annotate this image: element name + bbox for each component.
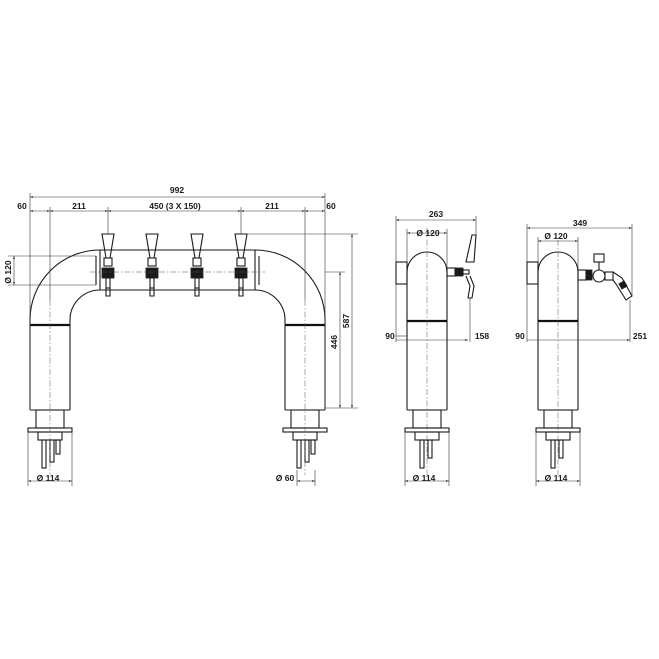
side2-dimensions: 349 Ø 120 90 251 Ø 114 <box>515 218 647 486</box>
tap-3 <box>190 233 204 297</box>
dim-outlet-diameter: Ø 60 <box>276 473 295 483</box>
side-view-2: 349 Ø 120 90 251 Ø 114 <box>515 218 647 486</box>
dim-pipe-diameter: Ø 120 <box>3 260 13 283</box>
dim-height-column: 446 <box>329 335 339 349</box>
side2-dim-base-diameter: Ø 114 <box>545 473 568 483</box>
side1-dim-depth: 263 <box>429 209 443 219</box>
side2-dim-pipe-diameter: Ø 120 <box>544 231 567 241</box>
dim-height-total: 587 <box>341 314 351 328</box>
side-view-1: 263 Ø 120 90 158 Ø 114 <box>385 209 489 486</box>
base-dimensions: Ø 114 Ø 60 <box>27 432 316 486</box>
side2-dim-tap-height: 251 <box>633 331 647 341</box>
dim-tap-spacing: 450 (3 X 150) <box>149 201 201 211</box>
tower-body <box>29 249 326 411</box>
dim-base-diameter: Ø 114 <box>37 473 60 483</box>
dim-overall-width: 992 <box>170 185 184 195</box>
side1-dim-base-diameter: Ø 114 <box>413 473 436 483</box>
side2-base <box>535 409 581 469</box>
side1-dim-tap-height: 158 <box>475 331 489 341</box>
top-dimensions: 992 60 211 450 (3 X 150) 211 60 <box>17 185 336 410</box>
side1-dimensions: 263 Ø 120 90 158 Ø 114 <box>385 209 489 486</box>
dim-left-end: 60 <box>17 201 27 211</box>
pipe-diameter-dim: Ø 120 <box>3 255 96 286</box>
side1-dim-offset: 90 <box>385 331 395 341</box>
tap-4 <box>234 233 248 297</box>
tap-2 <box>145 233 159 297</box>
front-view: 992 60 211 450 (3 X 150) 211 60 Ø 120 58… <box>3 185 358 486</box>
side2-dim-depth: 349 <box>573 218 587 228</box>
side1-dim-pipe-diameter: Ø 120 <box>416 228 439 238</box>
tap-1 <box>101 233 115 297</box>
dim-right-spacing: 211 <box>265 201 279 211</box>
dim-left-spacing: 211 <box>72 201 86 211</box>
side1-base <box>404 409 450 469</box>
side1-tap <box>446 234 477 299</box>
side2-dim-offset: 90 <box>515 331 525 341</box>
height-dimensions: 587 446 <box>245 233 358 409</box>
dim-right-end: 60 <box>326 201 336 211</box>
side2-tap <box>577 253 633 301</box>
